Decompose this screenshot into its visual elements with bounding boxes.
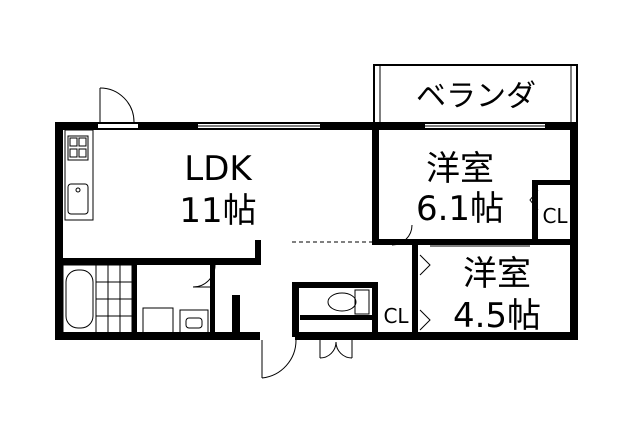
kitchen-counter [64,129,94,221]
western2-name: 洋室 [463,254,531,294]
door-top-left [99,87,135,123]
sliding-doors [292,189,539,331]
bathtub [62,264,133,334]
toilet [327,289,370,315]
closet2-label: CL [383,304,409,328]
western1-size: 6.1帖 [416,189,504,229]
western1-name: 洋室 [426,149,494,189]
veranda: ベランダ [373,64,578,126]
veranda-label: ベランダ [416,79,536,114]
top-windows [98,124,545,128]
bottom-doors [261,339,353,379]
ldk-name: LDK [184,149,253,189]
washroom [142,264,216,335]
closet1-label: CL [542,204,568,228]
ldk-size: 11帖 [179,191,256,231]
western2-size: 4.5帖 [453,296,541,336]
